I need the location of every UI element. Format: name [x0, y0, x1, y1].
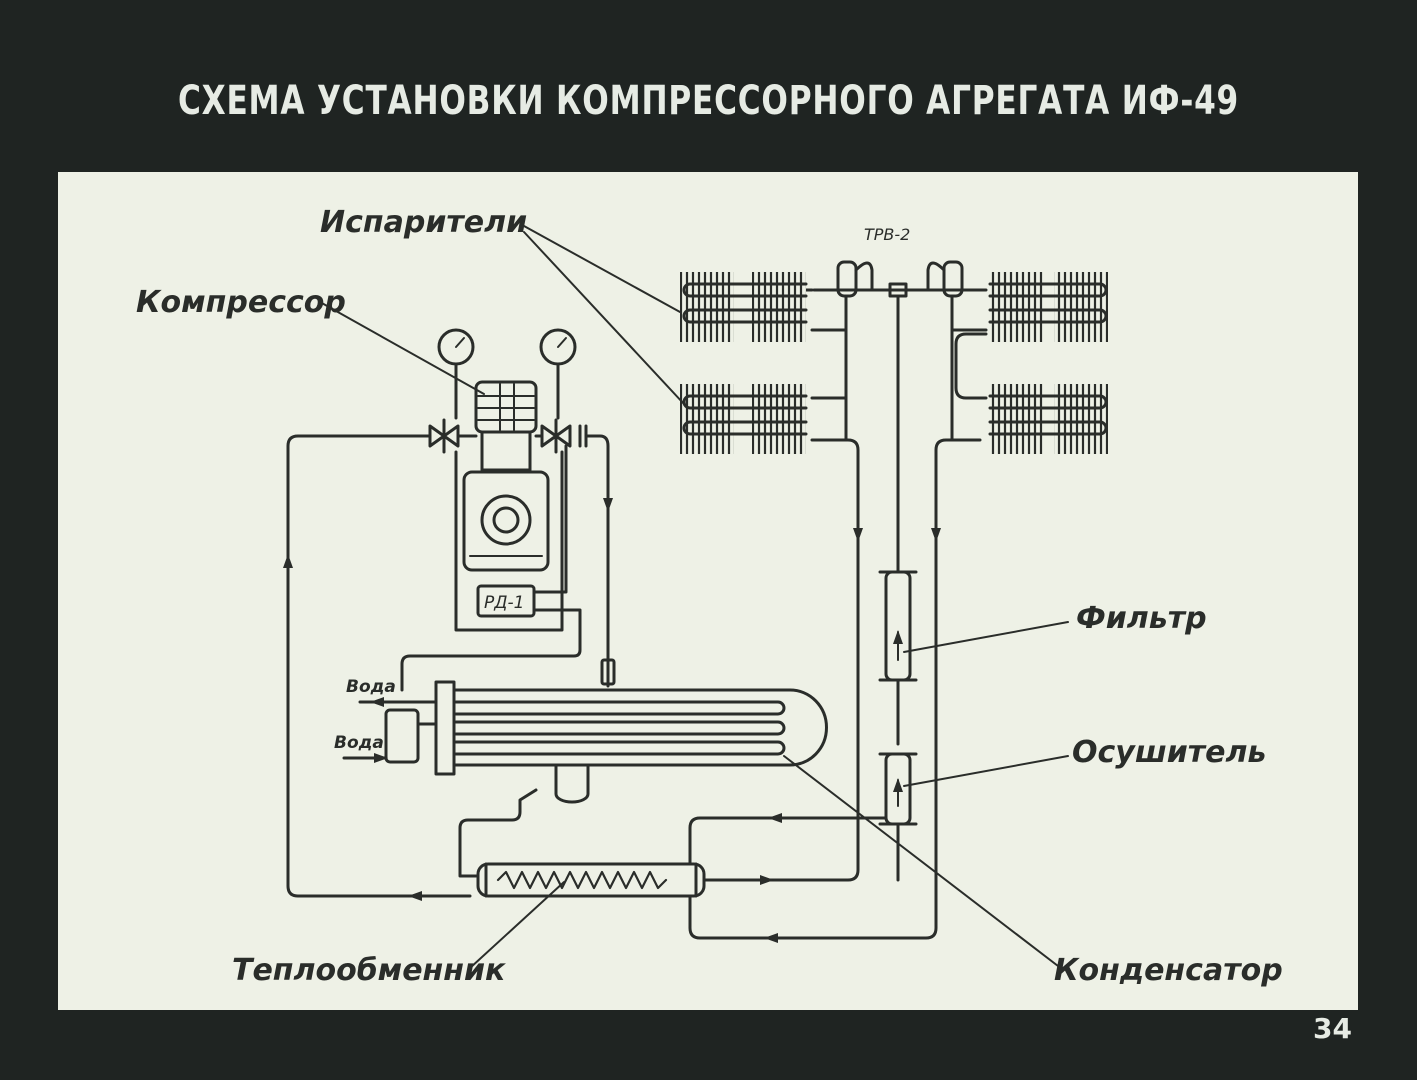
evaporator-bottom-right	[988, 384, 1108, 454]
condenser	[434, 680, 828, 804]
label-trv: ТРВ-2	[864, 225, 910, 244]
water-valve	[384, 708, 420, 764]
label-water-out: Вода	[346, 677, 396, 697]
trv-valve-group	[812, 260, 988, 442]
label-rd: РД-1	[484, 593, 524, 613]
label-dryer: Осушитель	[1072, 735, 1266, 770]
slide-title: СХЕМА УСТАНОВКИ КОМПРЕССОРНОГО АГРЕГАТА …	[177, 78, 1240, 124]
pressure-relay	[476, 584, 536, 618]
label-evaporators: Испарители	[320, 205, 527, 240]
heat-exchanger	[476, 848, 706, 912]
label-condenser: Конденсатор	[1054, 953, 1283, 988]
label-filter: Фильтр	[1076, 601, 1207, 636]
evaporator-bottom-left	[680, 384, 808, 454]
evaporator-top-right	[988, 272, 1108, 342]
label-compressor: Компрессор	[136, 285, 346, 320]
evaporator-top-left	[680, 272, 808, 342]
label-heat-exchanger: Теплообменник	[232, 953, 506, 988]
page-number: 34	[1313, 1012, 1352, 1045]
filter	[884, 570, 912, 682]
compressor-unit	[428, 328, 588, 632]
callout-leaders	[319, 225, 1069, 969]
label-water-in: Вода	[334, 733, 384, 753]
